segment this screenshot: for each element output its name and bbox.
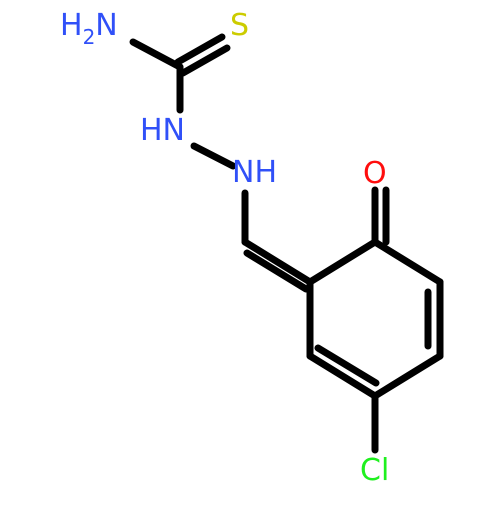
atom-o: O	[363, 156, 387, 191]
atom-labels: H2N S HN NH O Cl	[60, 8, 389, 488]
bond-ring-5b	[314, 344, 380, 387]
bond-ring-5a	[306, 352, 379, 400]
nh2-subscript: 2	[83, 25, 96, 49]
atom-nh-upper: HN	[140, 113, 185, 148]
atom-nh2: H2N	[60, 8, 118, 49]
bonds	[129, 33, 444, 454]
atom-s: S	[230, 8, 249, 43]
nh2-h: H	[60, 8, 83, 43]
bond-c-s-a	[174, 33, 226, 66]
bond-ch-c-b	[243, 249, 310, 293]
bond-ring-2	[371, 238, 444, 286]
bond-nh-nh	[190, 142, 237, 170]
bond-ch-c-a	[241, 238, 314, 286]
atom-nh-lower: NH	[232, 155, 277, 190]
bond-ring-1	[306, 238, 379, 286]
bond-n-c	[129, 38, 184, 71]
bond-ring-4	[371, 352, 444, 400]
nh2-n: N	[95, 8, 117, 43]
atom-cl: Cl	[360, 453, 389, 488]
bond-c-s-b	[179, 44, 231, 77]
